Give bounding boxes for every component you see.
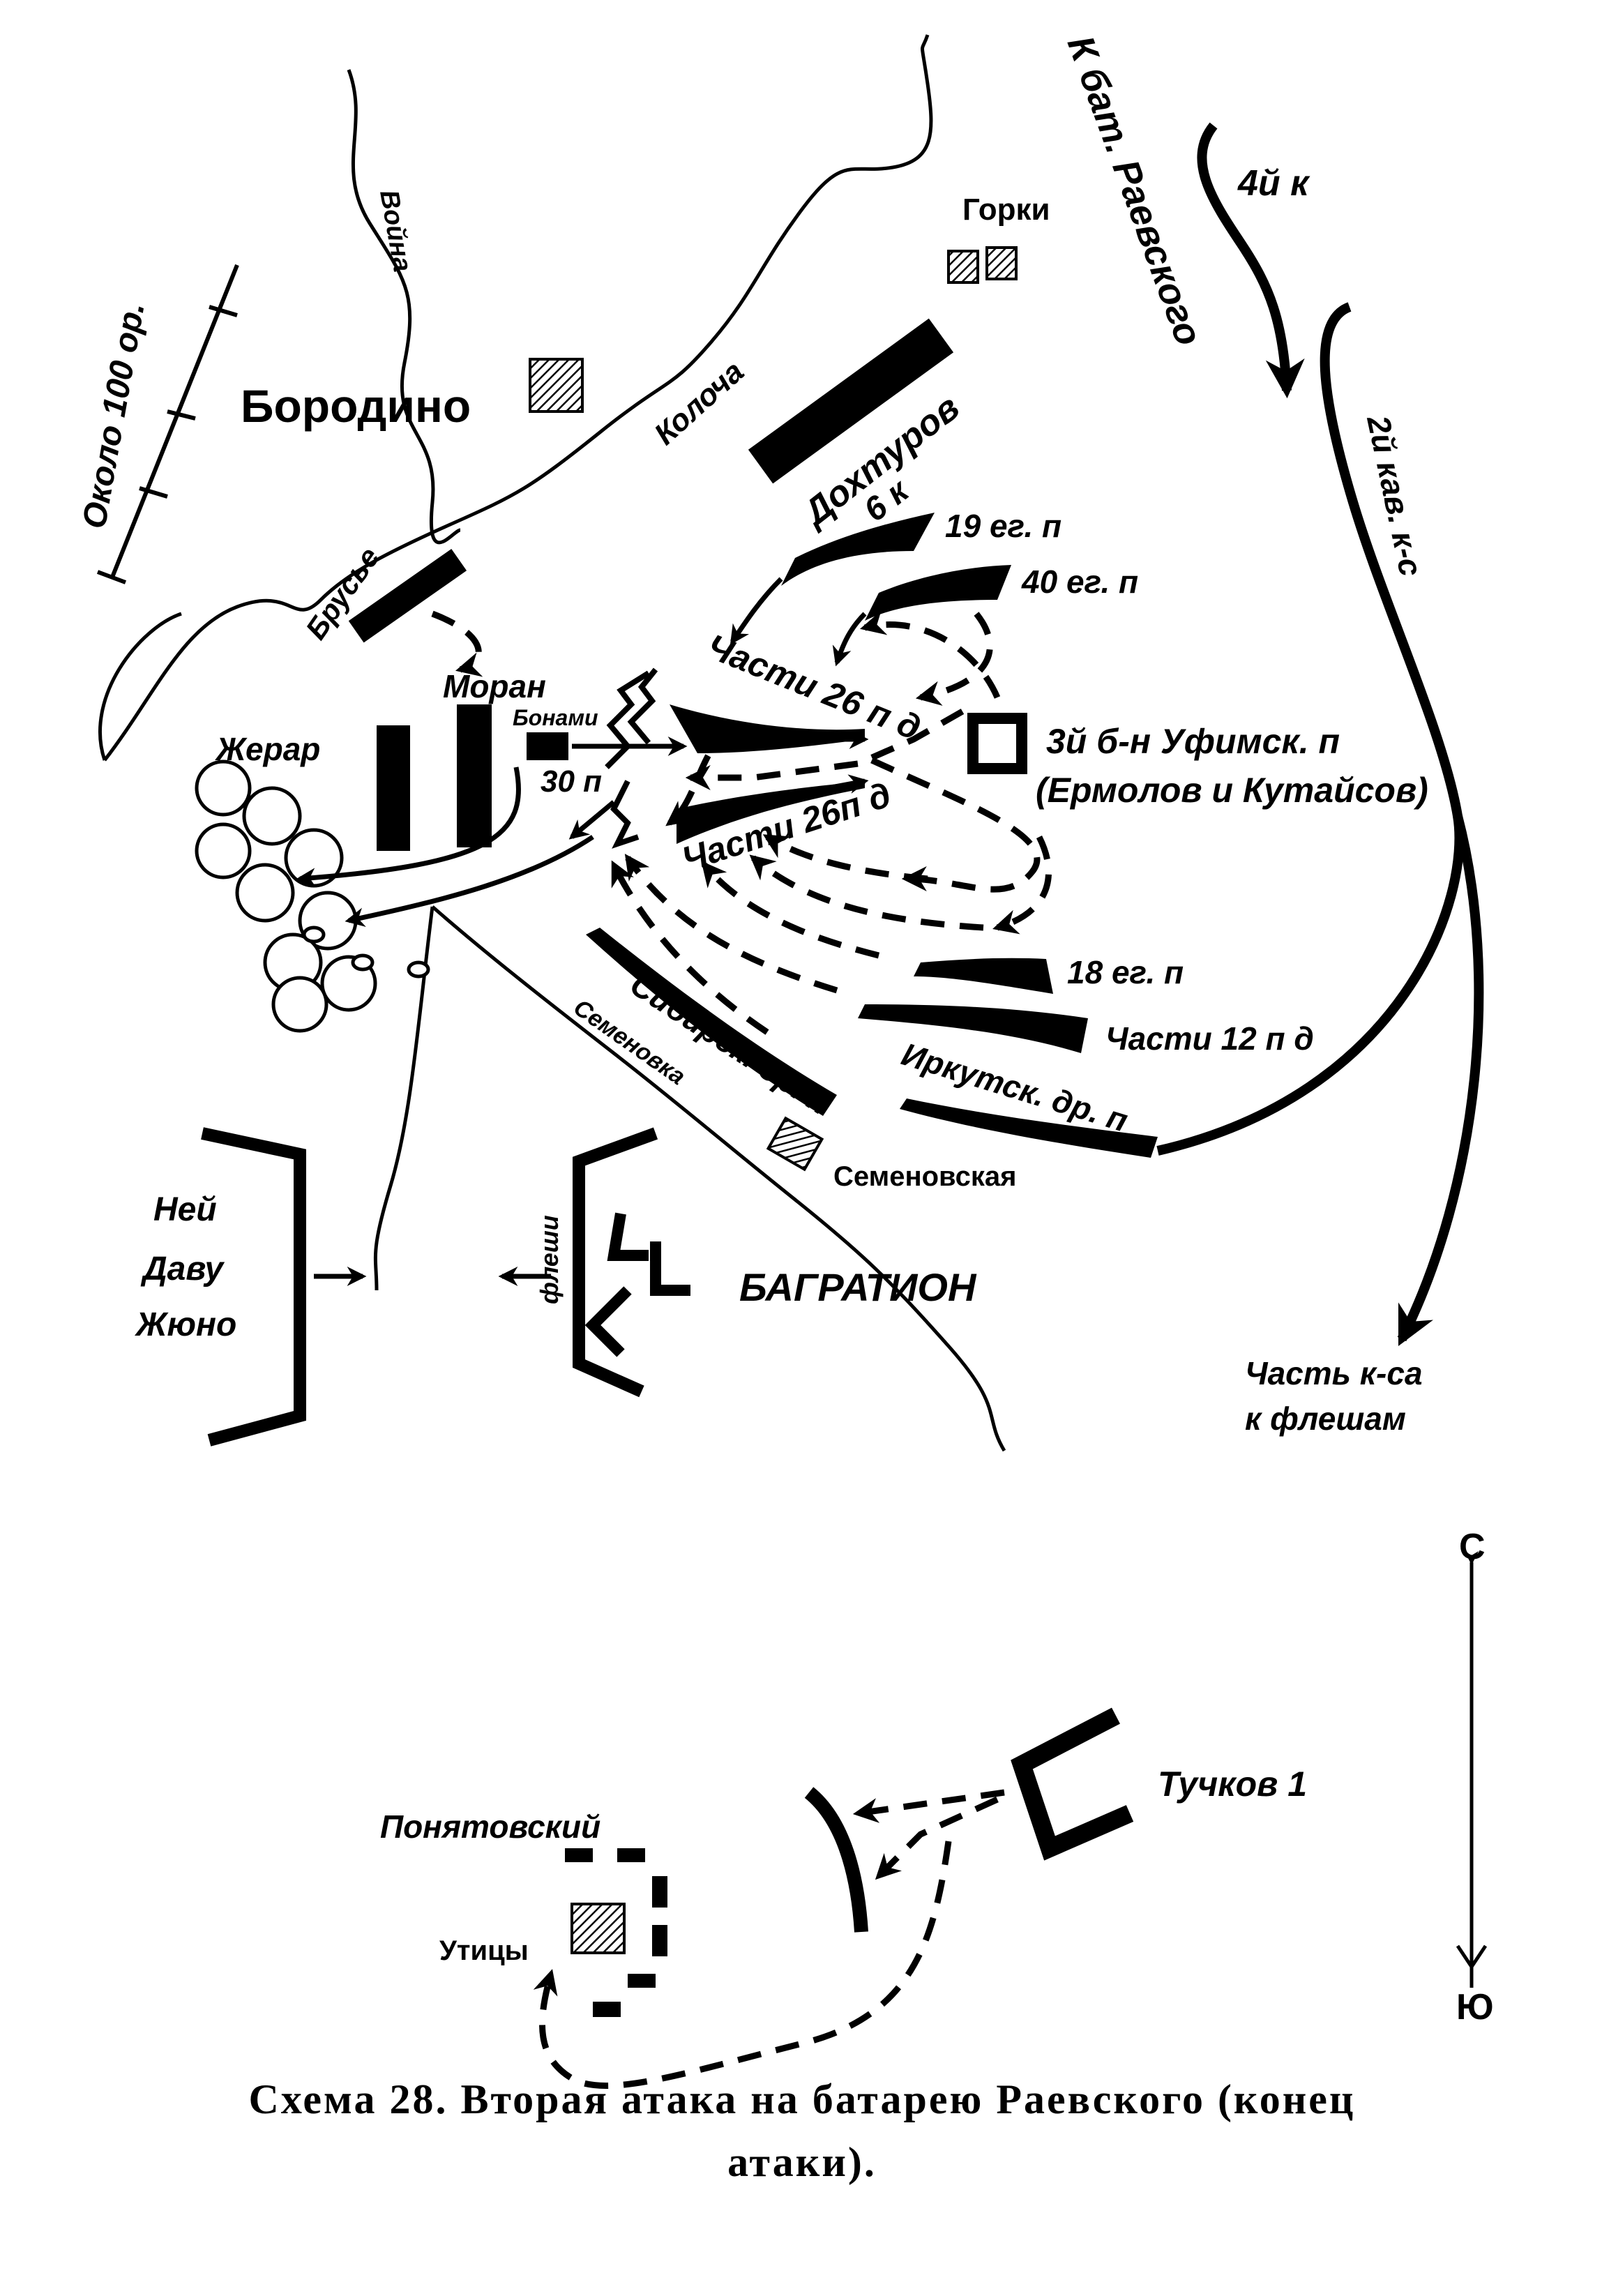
bonami-block xyxy=(527,732,568,760)
village-utitsy-icon xyxy=(570,1903,626,1954)
stream xyxy=(373,906,434,1291)
dashed-loop-poniatowski xyxy=(533,1841,952,2089)
caption-line-2: атаки). xyxy=(727,2139,877,2185)
river-voyna xyxy=(347,69,461,545)
label-artillery: Около 100 ор. xyxy=(76,299,152,531)
label-30-regiment: 30 п xyxy=(541,764,602,799)
village-gorki-icon-2 xyxy=(985,246,1018,280)
label-utitsy: Утицы xyxy=(439,1935,529,1966)
poniatowski-dashed-front xyxy=(565,1848,667,2017)
label-morand: Моран xyxy=(443,668,546,704)
arrow-gerard-retreat xyxy=(296,766,521,888)
label-junot: Жюно xyxy=(134,1306,236,1343)
dashed-arrow-tuchkov-1 xyxy=(852,1789,1005,1823)
label-18-jaeger: 18 ег. п xyxy=(1067,954,1184,990)
label-fleches: флеши xyxy=(535,1215,564,1304)
label-semenovskaya: Семеновская xyxy=(833,1161,1016,1192)
arrow-18-jaeger xyxy=(914,958,1053,994)
fleche-3 xyxy=(584,1286,632,1357)
label-gorki: Горки xyxy=(962,192,1050,227)
label-ney: Ней xyxy=(153,1191,217,1228)
utitsy-kurgan-line xyxy=(804,1787,868,1933)
arrow-40-jaeger xyxy=(865,565,1011,621)
gerard-block xyxy=(377,725,410,851)
label-12-div: Части 12 п д xyxy=(1105,1020,1314,1057)
label-bonami: Бонами xyxy=(513,705,598,730)
village-gorki-icon xyxy=(947,250,979,284)
river-kolocha xyxy=(103,34,933,762)
tuchkov-bracket xyxy=(1011,1707,1134,1861)
dashed-retreat-arrows xyxy=(431,610,1052,1035)
label-corps4: 4й к xyxy=(1237,163,1310,204)
label-19-jaeger: 19 ег. п xyxy=(945,508,1061,544)
label-poniatowski: Понятовский xyxy=(380,1808,600,1845)
label-davout: Даву xyxy=(140,1251,225,1287)
arrow-26-div-lower xyxy=(677,781,865,844)
label-ermolov-kutaisov: (Ермолов и Кутайсов) xyxy=(1036,771,1428,810)
broussier-division-block xyxy=(348,548,467,643)
fleche-1 xyxy=(607,1212,649,1261)
village-borodino-icon xyxy=(529,358,584,413)
compass-tail xyxy=(1456,1944,1488,1970)
arrow-19-jaeger-head xyxy=(730,577,783,645)
arrow-19-jaeger xyxy=(781,513,935,586)
arrow-irkutsk xyxy=(900,1098,1158,1158)
label-bagration: БАГРАТИОН xyxy=(739,1265,977,1309)
arrow-cavalry-to-fleches xyxy=(1397,815,1484,1347)
compass-south: Ю xyxy=(1456,1987,1494,2027)
stream-west xyxy=(98,612,182,761)
ney-davout-junot-bracket xyxy=(201,1127,306,1447)
label-40-jaeger: 40 ег. п xyxy=(1021,564,1138,600)
dokhturov-corps-block xyxy=(748,318,954,484)
label-gerard: Жерар xyxy=(215,731,320,767)
label-cavalry-part-2: к флешам xyxy=(1245,1400,1406,1437)
artillery-line xyxy=(96,264,239,584)
arrow-siberia xyxy=(586,928,837,1116)
bagration-bracket xyxy=(573,1127,658,1398)
label-tuchkov: Тучков 1 xyxy=(1158,1765,1307,1804)
river-semenovka xyxy=(431,905,1006,1452)
compass-north: С xyxy=(1459,1527,1486,1567)
dashed-arrow-tuchkov-2 xyxy=(875,1796,999,1880)
morand-block xyxy=(457,704,492,847)
arrow-bonami-retreat xyxy=(568,800,616,840)
fleche-2 xyxy=(650,1241,690,1296)
label-voyna: Война xyxy=(374,188,417,273)
label-borodino: Бородино xyxy=(241,380,471,432)
label-to-raevsky: К бат. Раевского xyxy=(1059,31,1210,352)
label-cavalry-part-1: Часть к-са xyxy=(1245,1355,1423,1391)
caption-line-1: Схема 28. Вторая атака на батарею Раевск… xyxy=(249,2076,1356,2122)
label-kolocha: Колоча xyxy=(648,354,750,451)
arrow-12-div xyxy=(858,1004,1088,1053)
arrow-morand-retreat xyxy=(345,835,594,927)
arrow-cavalry-corps2 xyxy=(1156,302,1465,1156)
ufa-battalion-square xyxy=(967,713,1027,774)
label-ufa-battalion: 3й б-н Уфимск. п xyxy=(1046,722,1340,761)
raevsky-battery-redoubt xyxy=(605,667,658,849)
arrow-26-lower-head xyxy=(808,774,869,794)
arrow-40-jaeger-head xyxy=(832,612,867,667)
village-semenovskaya-icon xyxy=(766,1116,824,1172)
arrow-to-raevsky xyxy=(1197,122,1305,399)
